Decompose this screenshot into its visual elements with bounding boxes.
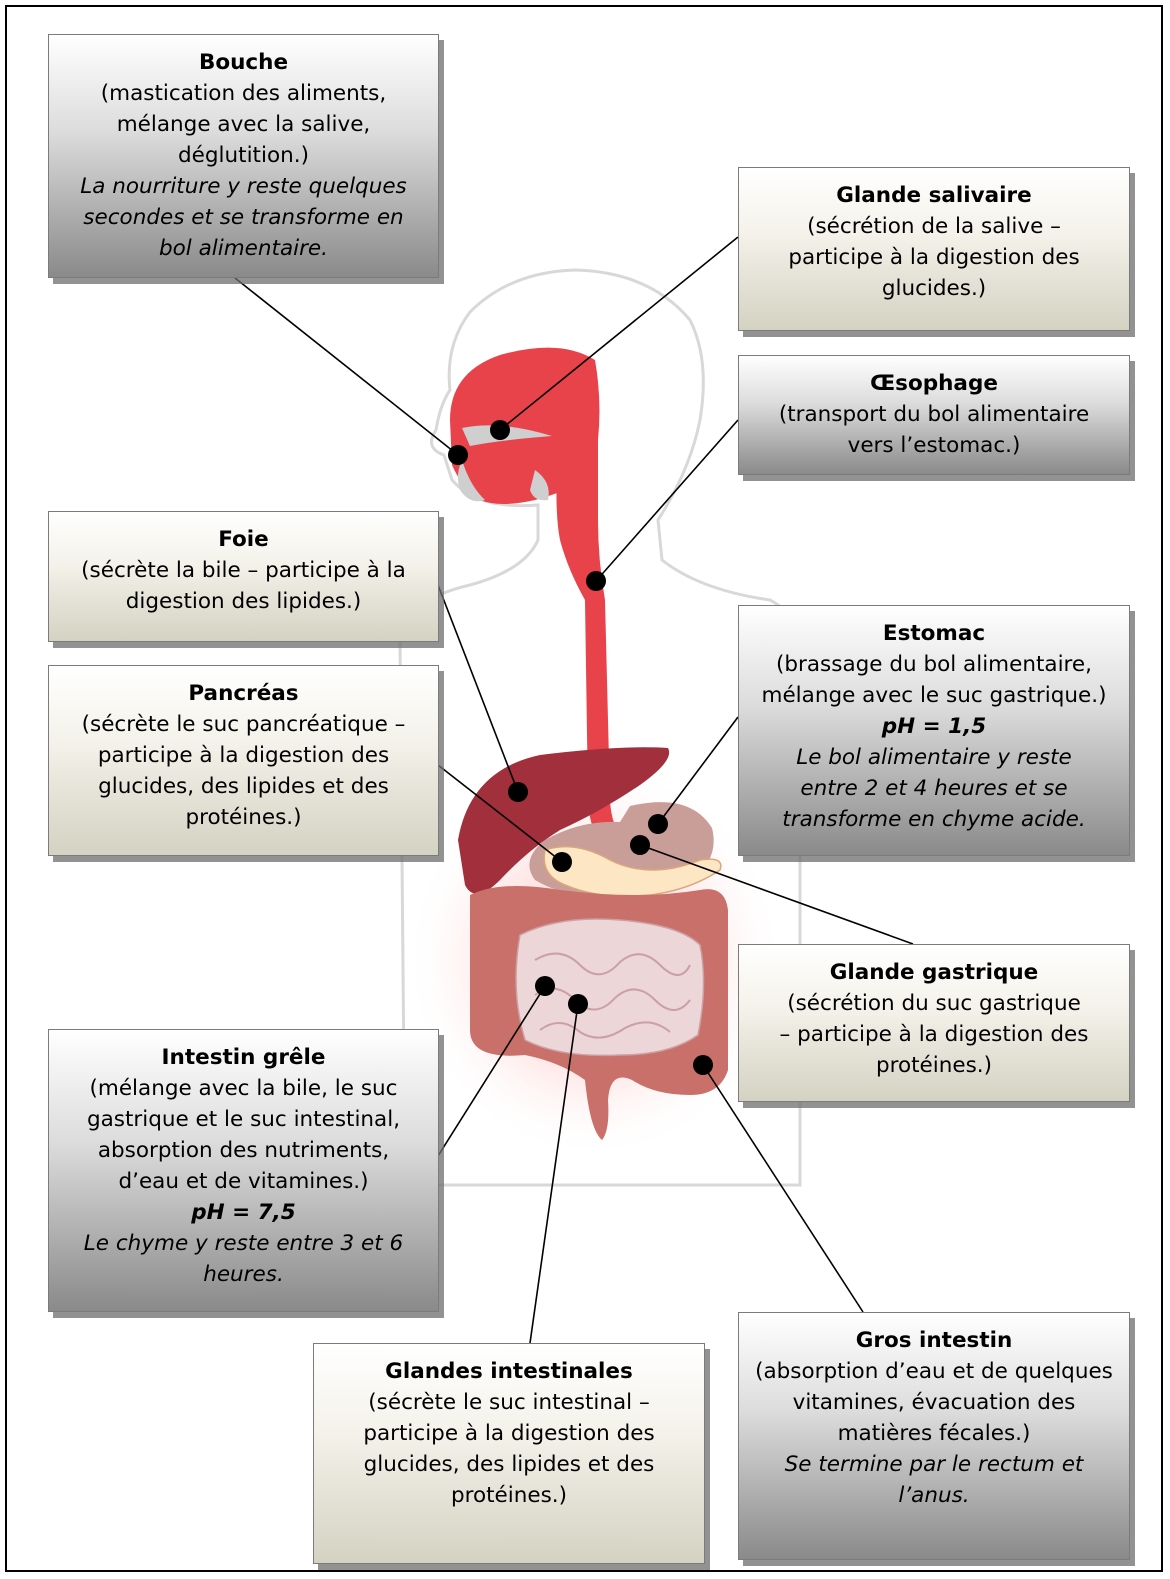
label-title: Gros intestin xyxy=(739,1325,1129,1356)
dot-glandes-intestinales xyxy=(568,994,588,1014)
label-description: (sécrète la bile – participe à la digest… xyxy=(49,555,438,617)
label-note: Le bol alimentaire y reste entre 2 et 4 … xyxy=(739,742,1129,835)
label-title: Estomac xyxy=(739,618,1129,649)
label-title: Glande salivaire xyxy=(739,180,1129,211)
label-description: (absorption d’eau et de quelques vitamin… xyxy=(739,1356,1129,1449)
leader-foie xyxy=(438,585,518,792)
dot-estomac xyxy=(648,814,668,834)
label-description: (mélange avec la bile, le suc gastrique … xyxy=(49,1073,438,1197)
label-note: Le chyme y reste entre 3 et 6 heures. xyxy=(49,1228,438,1290)
label-description: (sécrète le suc pancréatique – participe… xyxy=(49,709,438,833)
label-title: Œsophage xyxy=(739,368,1129,399)
dot-intestin-grele xyxy=(535,976,555,996)
label-glande-gastrique: Glande gastrique (sécrétion du suc gastr… xyxy=(738,944,1130,1102)
label-title: Intestin grêle xyxy=(49,1042,438,1073)
label-intestin-grele: Intestin grêle (mélange avec la bile, le… xyxy=(48,1029,439,1312)
label-description: (sécrétion du suc gastrique – participe … xyxy=(739,988,1129,1081)
label-foie: Foie (sécrète la bile – participe à la d… xyxy=(48,511,439,642)
label-description: (mastication des aliments, mélange avec … xyxy=(49,78,438,171)
label-description: (sécrétion de la salive – participe à la… xyxy=(739,211,1129,304)
dot-pancreas xyxy=(552,852,572,872)
leader-bouche xyxy=(235,278,458,455)
label-pancreas: Pancréas (sécrète le suc pancréatique – … xyxy=(48,665,439,856)
dot-oesophage xyxy=(586,571,606,591)
label-title: Glandes intestinales xyxy=(314,1356,704,1387)
label-description: (transport du bol alimentaire vers l’est… xyxy=(739,399,1129,461)
label-bouche: Bouche (mastication des aliments, mélang… xyxy=(48,34,439,278)
label-title: Foie xyxy=(49,524,438,555)
dot-glande-gastrique xyxy=(630,835,650,855)
label-description: (brassage du bol alimentaire, mélange av… xyxy=(739,649,1129,711)
label-description: (sécrète le suc intestinal – participe à… xyxy=(314,1387,704,1511)
dot-foie xyxy=(508,782,528,802)
leader-gros-intestin xyxy=(703,1065,863,1312)
label-title: Glande gastrique xyxy=(739,957,1129,988)
label-note: Se termine par le rectum et l’anus. xyxy=(739,1449,1129,1511)
dot-gros-intestin xyxy=(693,1055,713,1075)
label-glandes-intestinales: Glandes intestinales (sécrète le suc int… xyxy=(313,1343,705,1564)
label-ph: pH = 1,5 xyxy=(739,711,1129,742)
label-oesophage: Œsophage (transport du bol alimentaire v… xyxy=(738,355,1130,475)
label-estomac: Estomac (brassage du bol alimentaire, mé… xyxy=(738,605,1130,856)
label-ph: pH = 7,5 xyxy=(49,1197,438,1228)
label-glande-salivaire: Glande salivaire (sécrétion de la salive… xyxy=(738,167,1130,331)
label-title: Pancréas xyxy=(49,678,438,709)
leader-oesophage xyxy=(596,420,738,581)
dot-bouche xyxy=(448,445,468,465)
label-note: La nourriture y reste quelques secondes … xyxy=(49,171,438,264)
label-gros-intestin: Gros intestin (absorption d’eau et de qu… xyxy=(738,1312,1130,1560)
dot-glande-salivaire xyxy=(490,420,510,440)
label-title: Bouche xyxy=(49,47,438,78)
